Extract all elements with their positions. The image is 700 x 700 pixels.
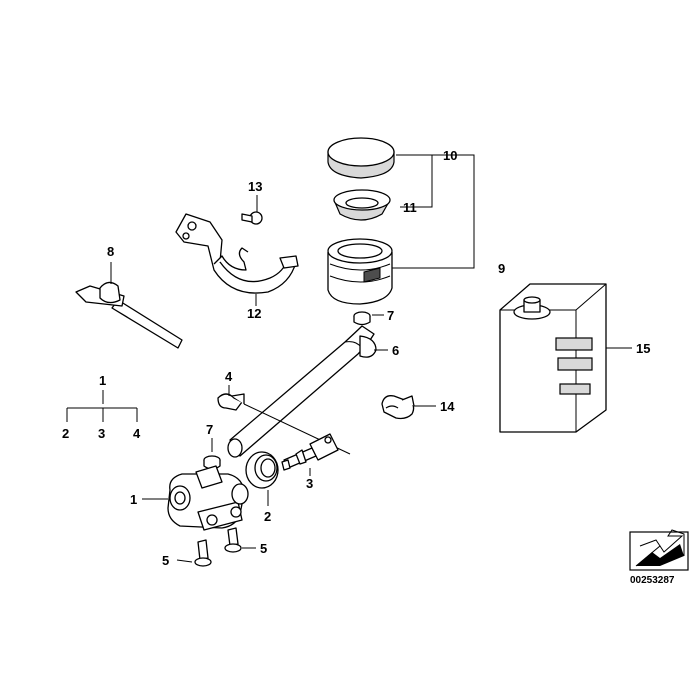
callout-12: 12	[247, 306, 261, 321]
callout-9: 9	[498, 261, 505, 276]
hose-clamp-upper[interactable]	[353, 311, 371, 326]
callout-6: 6	[392, 343, 399, 358]
callout-4: 4	[225, 369, 233, 384]
callout-14: 14	[440, 399, 455, 414]
reference-arrow-icon	[629, 529, 689, 571]
hose-clip[interactable]	[381, 395, 415, 420]
tree-callout-1: 1	[99, 373, 106, 388]
hose-clamp-lower[interactable]	[203, 455, 221, 470]
callout-13: 13	[248, 179, 262, 194]
pushrod-clip[interactable]	[217, 393, 245, 411]
reservoir-diaphragm[interactable]	[333, 189, 391, 221]
tree-callout-2: 2	[62, 426, 69, 441]
cable-tie[interactable]	[75, 281, 183, 349]
leader-lines	[66, 154, 632, 563]
master-cylinder[interactable]	[167, 465, 249, 531]
callout-5-right: 5	[260, 541, 267, 556]
reservoir-cap[interactable]	[327, 137, 395, 179]
callout-11: 11	[403, 200, 417, 215]
callout-8: 8	[107, 244, 114, 259]
callout-1: 1	[130, 492, 137, 507]
fluid-reservoir[interactable]	[327, 238, 393, 305]
callout-7-lower: 7	[206, 422, 213, 437]
piston-seal[interactable]	[245, 451, 279, 489]
reference-number: 00253287	[630, 575, 675, 586]
brake-fluid-can[interactable]	[499, 283, 607, 433]
callout-2: 2	[264, 509, 271, 524]
tree-callout-3: 3	[98, 426, 105, 441]
callout-7-upper: 7	[387, 308, 394, 323]
tree-callout-4: 4	[133, 426, 141, 441]
bracket-screw[interactable]	[241, 211, 263, 225]
reservoir-bracket[interactable]	[175, 213, 299, 294]
callout-3: 3	[306, 476, 313, 491]
mounting-screw-left[interactable]	[194, 539, 212, 567]
pushrod[interactable]	[243, 403, 351, 471]
mounting-screw-right[interactable]	[224, 527, 242, 553]
callout-10: 10	[443, 148, 457, 163]
callout-15: 15	[636, 341, 650, 356]
fluid-hose[interactable]	[227, 325, 377, 458]
callout-5-left: 5	[162, 553, 169, 568]
